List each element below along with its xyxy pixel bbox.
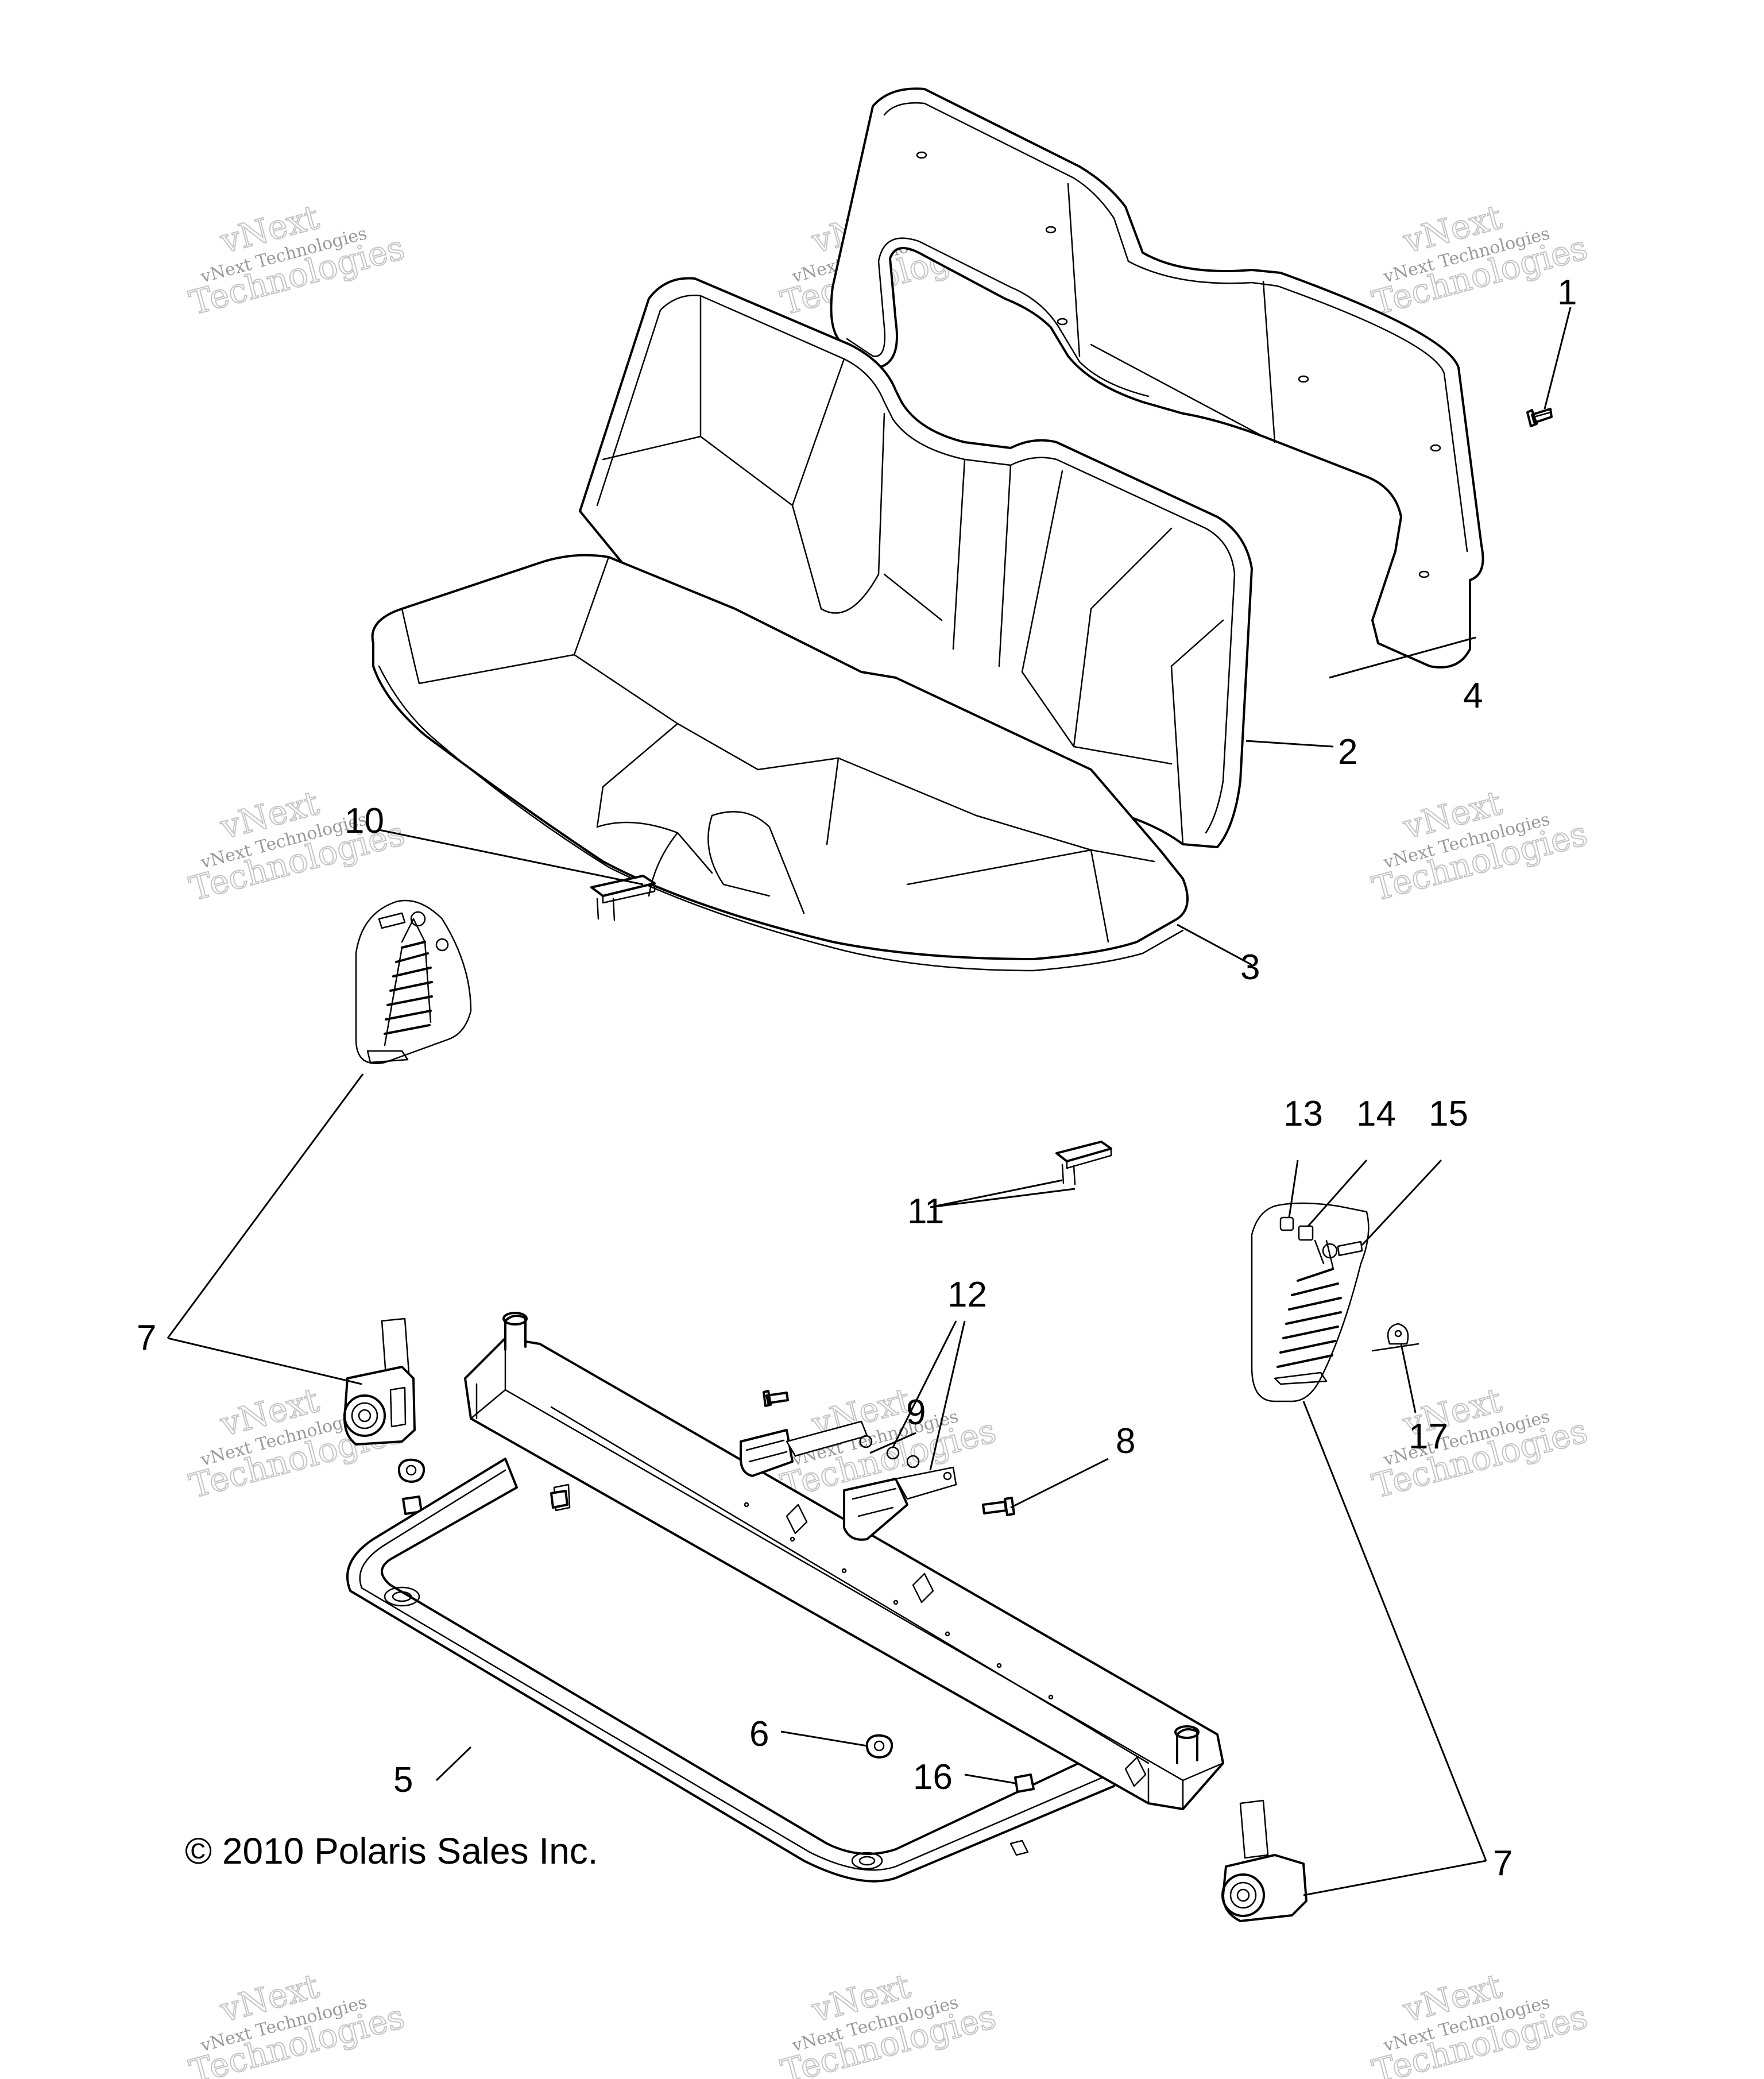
seat-belt-buckle-part-12 [740, 1390, 957, 1541]
watermark: vNext Technologies vNext Technologies [1368, 783, 1592, 909]
bolt-part-1 [1526, 408, 1553, 427]
spacer-beam [550, 1490, 568, 1509]
spacer-part-16 [1014, 1773, 1035, 1793]
callout-4: 4 [1463, 676, 1483, 716]
callout-labels: 1 2 3 4 5 6 7 7 8 9 10 11 12 13 14 15 16… [137, 273, 1577, 1883]
bracket-part-11 [1055, 1141, 1112, 1185]
callout-17: 17 [1409, 1417, 1448, 1456]
copyright-notice: © 2010 Polaris Sales Inc. [185, 1830, 598, 1872]
seat-frame-part-5 [346, 1458, 1127, 1883]
callout-12: 12 [947, 1275, 987, 1315]
back-panel-part-4 [830, 87, 1484, 668]
bolt-part-8 [982, 1497, 1015, 1516]
callout-2: 2 [1338, 732, 1357, 772]
seat-back-part-2 [579, 277, 1253, 848]
callout-11: 11 [907, 1192, 944, 1231]
watermark: vNext Technologies vNext Technologies [185, 197, 409, 323]
callout-7-right: 7 [1493, 1844, 1512, 1883]
leader-lines [167, 307, 1572, 1896]
seat-belt-retractor-right [1221, 1799, 1307, 1922]
callout-14: 14 [1356, 1094, 1396, 1134]
watermark: vNext Technologies vNext Technologies [776, 1966, 1000, 2079]
callout-1: 1 [1557, 273, 1577, 312]
seat-belt-retractor-detail-left [355, 899, 472, 1064]
callout-7-left: 7 [137, 1318, 156, 1358]
nut-part-6 [866, 1734, 893, 1759]
seat-beam-part-5-frame [464, 1312, 1224, 1810]
seat-cushion-part-3 [371, 554, 1189, 972]
watermark: vNext Technologies vNext Technologies [185, 1966, 409, 2079]
watermark: vNext Technologies vNext Technologies [1368, 197, 1592, 323]
callout-13: 13 [1283, 1094, 1323, 1134]
callout-16: 16 [913, 1757, 953, 1797]
callout-3: 3 [1240, 948, 1260, 987]
watermark: vNext Technologies vNext Technologies [1368, 1380, 1592, 1506]
callout-15: 15 [1429, 1094, 1468, 1134]
seat-belt-retractor-left [343, 1317, 416, 1446]
callout-5: 5 [393, 1760, 413, 1800]
nut-left [398, 1458, 425, 1483]
callout-9: 9 [906, 1393, 926, 1432]
bracket-part-10 [590, 875, 656, 921]
callout-8: 8 [1116, 1421, 1135, 1461]
callout-6: 6 [749, 1714, 769, 1754]
watermark: vNext Technologies vNext Technologies [1368, 1966, 1592, 2079]
callout-10: 10 [345, 801, 384, 841]
seat-belt-retractor-detail-right [1251, 1202, 1419, 1402]
